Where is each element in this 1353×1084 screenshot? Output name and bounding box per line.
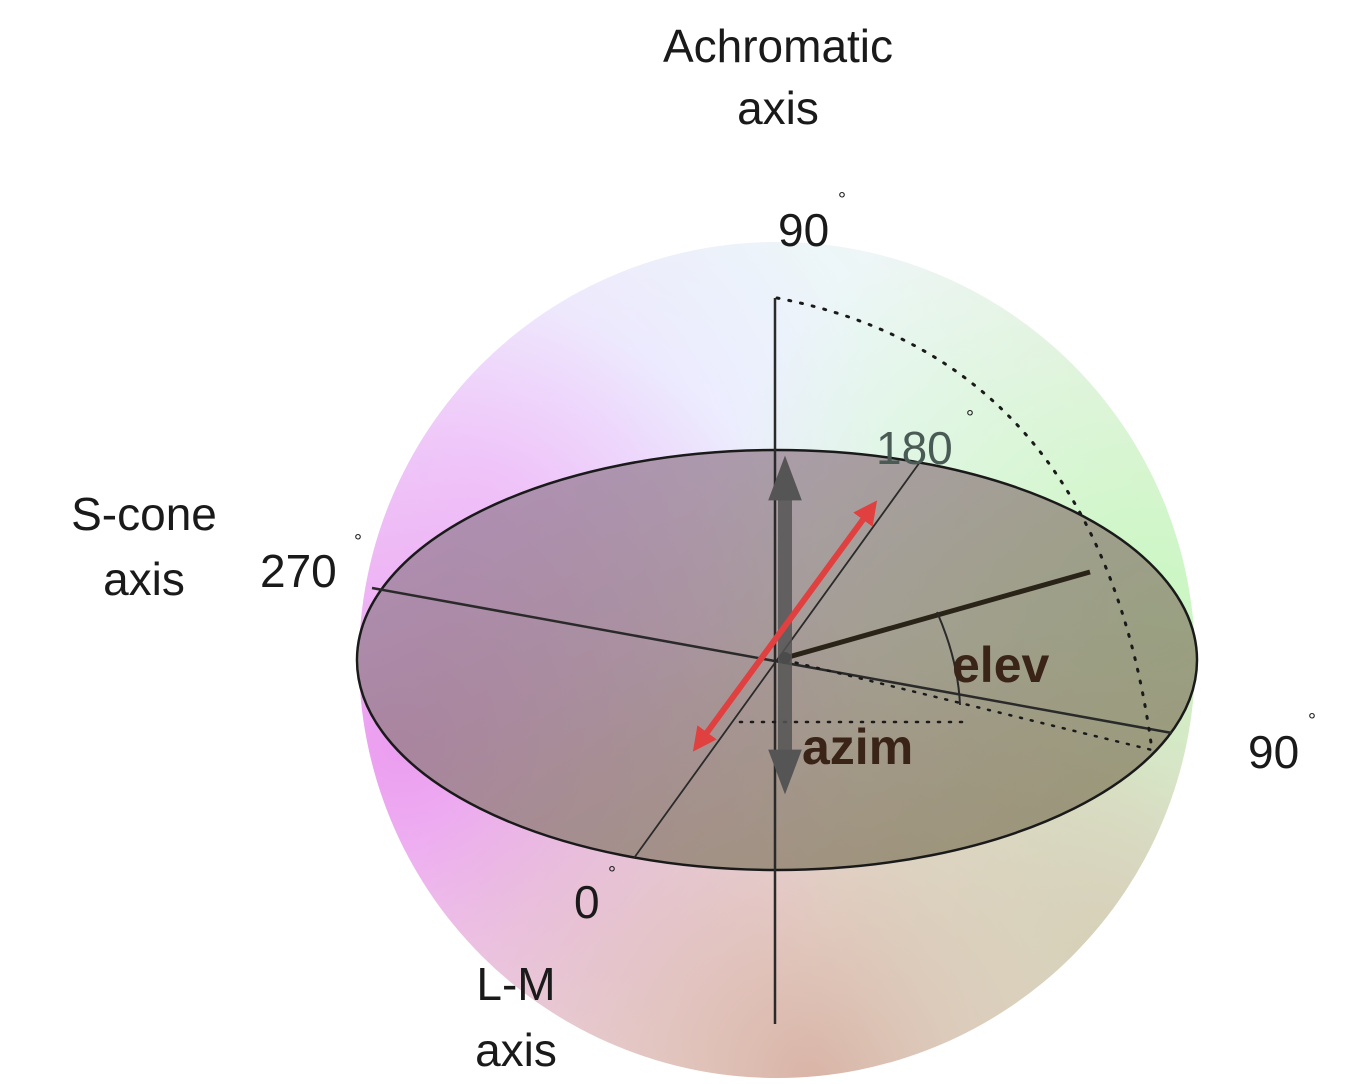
lm-modulation-arrow bbox=[692, 500, 878, 752]
elevation-arc bbox=[936, 611, 961, 706]
s-cone-axis-label-line1: S-cone bbox=[71, 488, 217, 540]
label-180-degree-symbol: ° bbox=[966, 407, 974, 429]
azim-label: azim bbox=[802, 719, 913, 775]
label-0-degree-symbol: ° bbox=[608, 863, 616, 885]
label-180: 180 bbox=[876, 422, 953, 474]
meridian-dotted-arc bbox=[775, 296, 1154, 752]
lm-axis-label-line1: L-M bbox=[476, 958, 555, 1010]
elev-label: elev bbox=[952, 637, 1050, 693]
top-90-degree-symbol: ° bbox=[838, 189, 846, 211]
label-0: 0 bbox=[574, 876, 600, 928]
right-90-label: 90 bbox=[1248, 726, 1299, 778]
lm-axis-label-line2: axis bbox=[475, 1024, 557, 1076]
label-270: 270 bbox=[260, 545, 337, 597]
top-90-label: 90 bbox=[778, 204, 829, 256]
projection-dotted-line bbox=[783, 658, 1154, 752]
right-90-degree-symbol: ° bbox=[1308, 710, 1316, 732]
label-270-degree-symbol: ° bbox=[354, 531, 362, 553]
s-cone-axis-label-line2: axis bbox=[103, 553, 185, 605]
achromatic-axis-label-line1: Achromatic bbox=[663, 20, 893, 72]
achromatic-axis-label-line2: axis bbox=[737, 82, 819, 134]
